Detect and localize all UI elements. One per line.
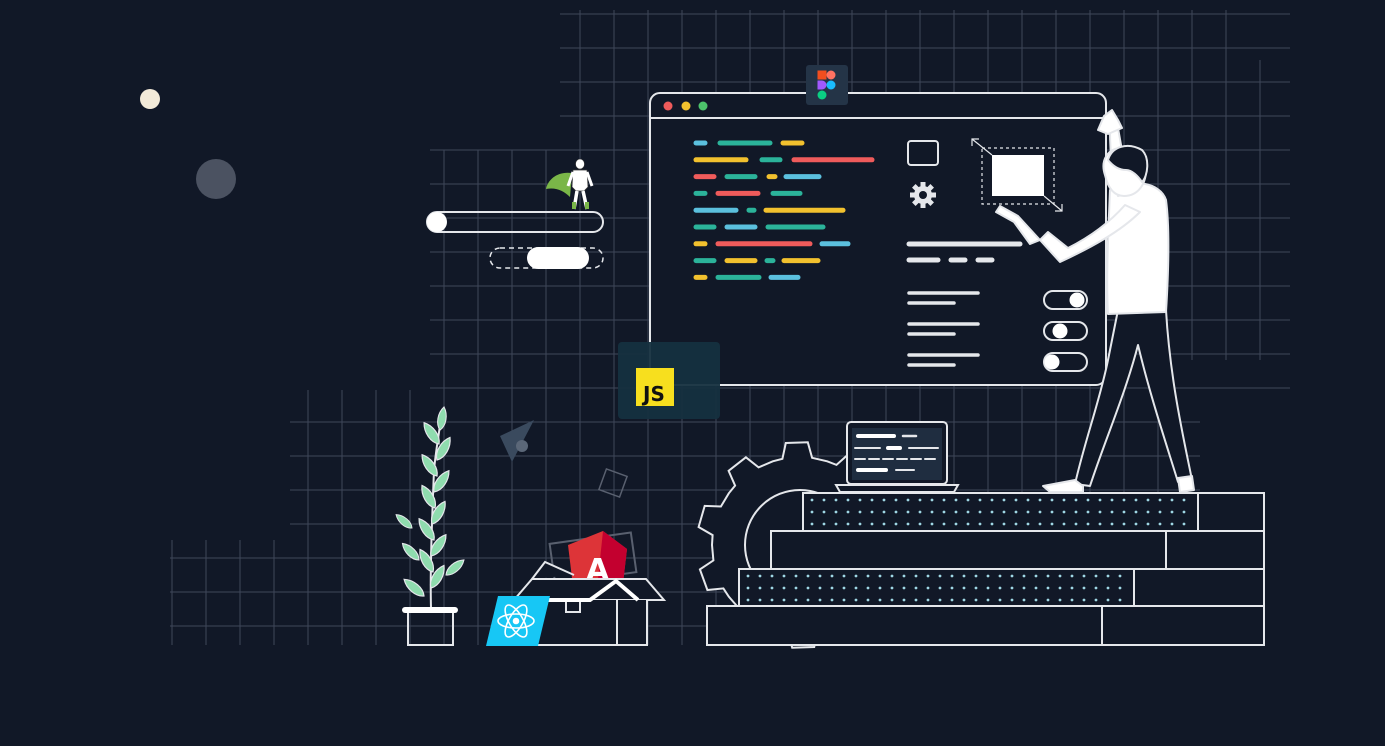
moon-dot xyxy=(140,89,160,109)
open-box: A xyxy=(511,531,667,646)
floating-diamond xyxy=(597,467,629,499)
code-lines xyxy=(693,140,875,280)
developer-person xyxy=(995,109,1195,493)
toggle-switch-off[interactable] xyxy=(1043,352,1088,372)
gear-icon xyxy=(910,182,936,208)
dashed-button[interactable] xyxy=(489,247,604,269)
laptop-icon xyxy=(834,421,960,493)
toggle-switch-mid[interactable] xyxy=(1043,321,1088,341)
planet-dot xyxy=(196,159,236,199)
window-dot-green xyxy=(698,101,708,111)
square-icon xyxy=(907,140,939,166)
js-label: JS xyxy=(641,382,665,406)
react-icon xyxy=(486,596,550,646)
text-placeholders xyxy=(906,241,1023,263)
figma-icon xyxy=(806,65,848,105)
platform-dots-top xyxy=(810,498,1186,526)
window-dot-yellow xyxy=(681,101,691,111)
browser-window xyxy=(649,92,1107,386)
toggle-switch-on[interactable] xyxy=(1043,290,1088,310)
search-bar[interactable] xyxy=(426,211,604,233)
window-dot-red xyxy=(663,101,673,111)
plant-icon xyxy=(395,406,465,646)
superhero-figure xyxy=(546,158,594,210)
stacked-platforms xyxy=(706,492,1265,646)
paper-plane-shape xyxy=(500,420,534,462)
javascript-icon: JS xyxy=(618,342,720,419)
selection-box xyxy=(971,138,1063,212)
platform-dots-middle xyxy=(746,574,1122,602)
settings-list xyxy=(907,291,980,367)
